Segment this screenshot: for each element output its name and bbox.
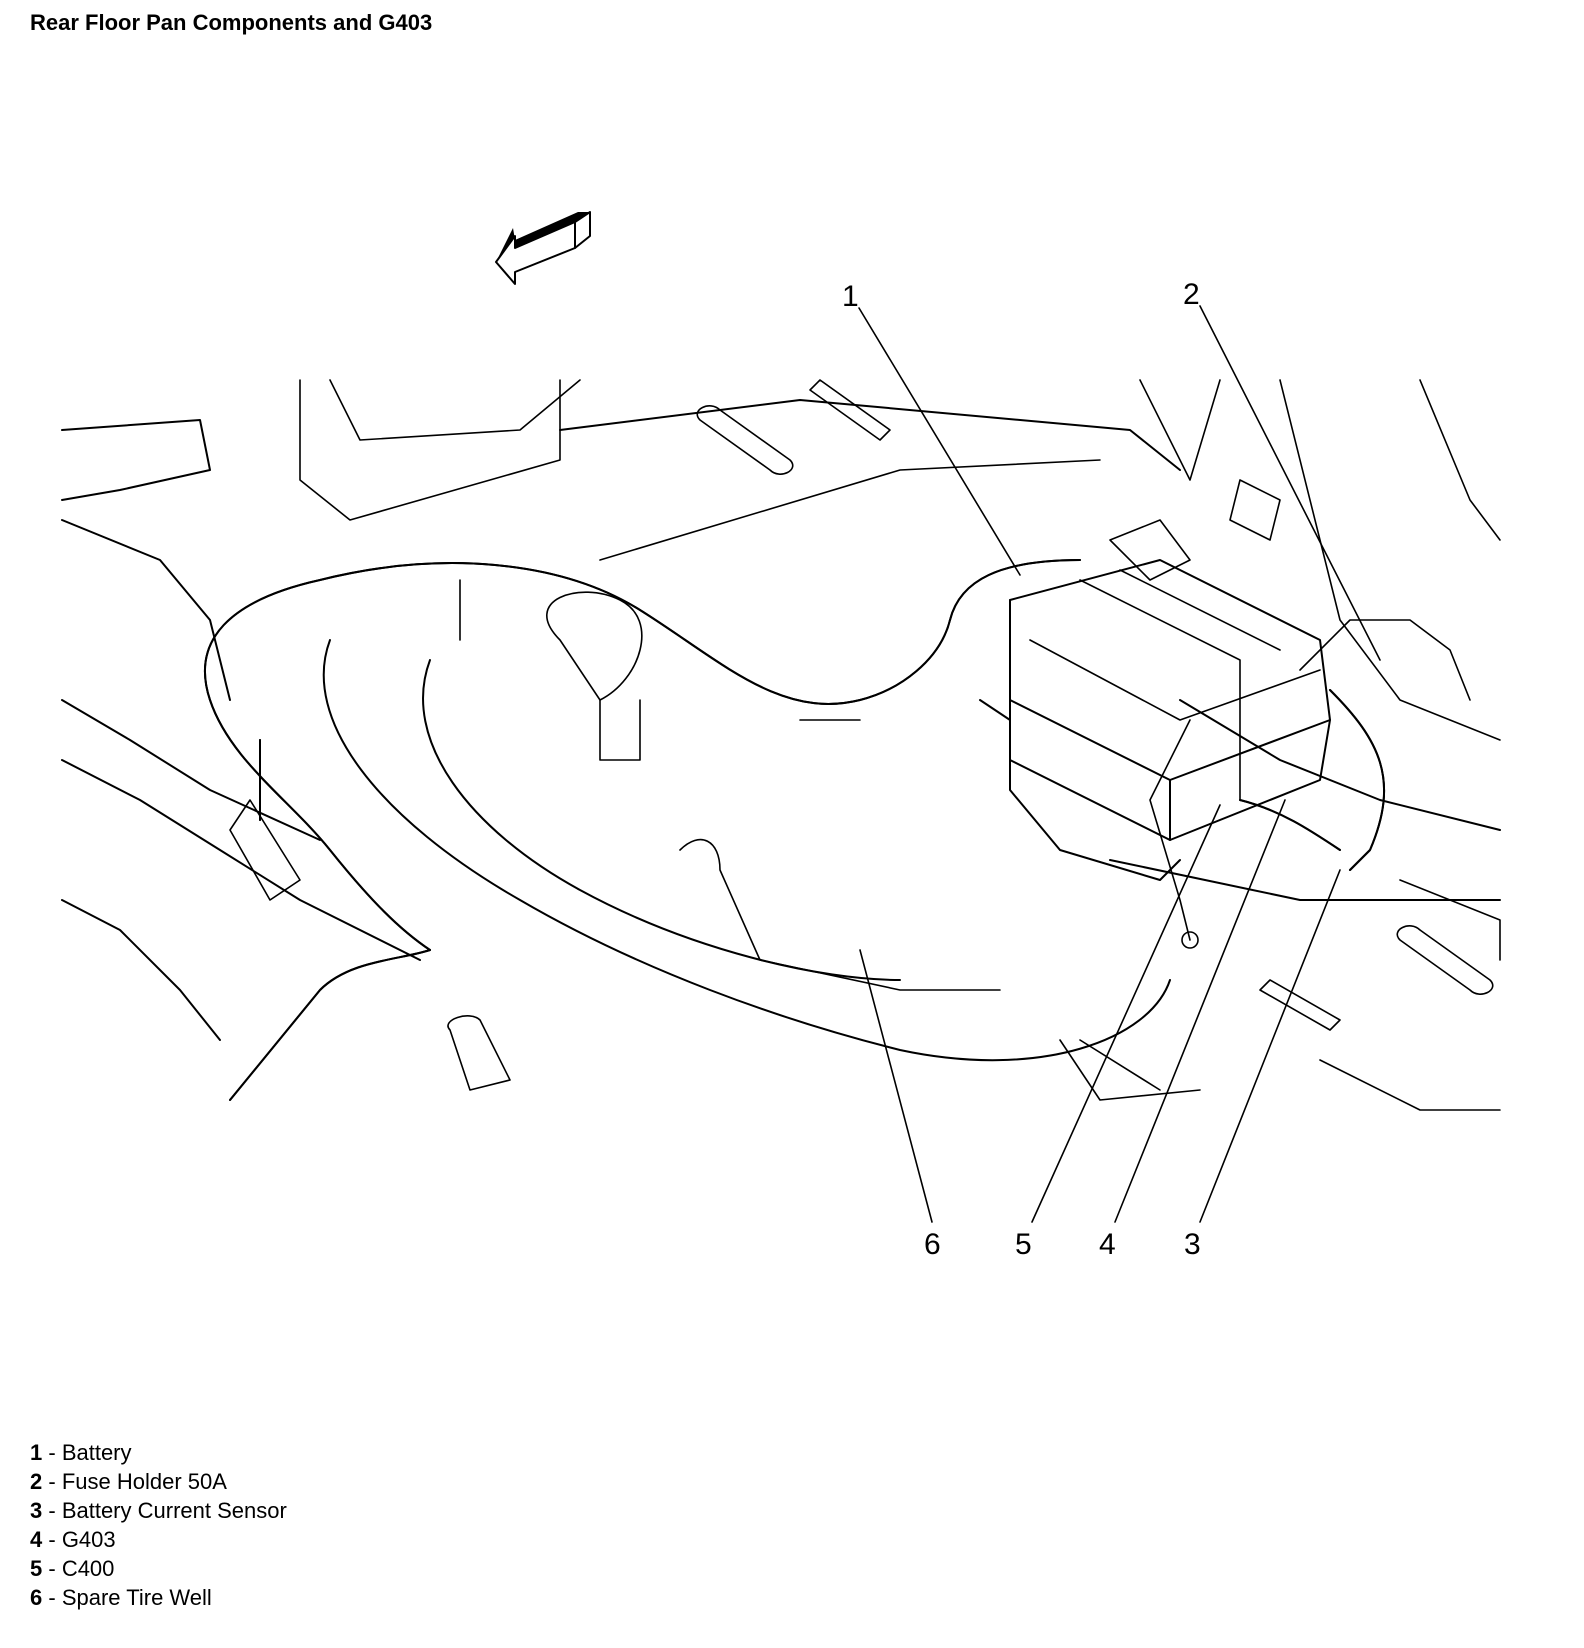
legend-text: C400: [61, 1556, 115, 1581]
battery-illustration: [979, 479, 1331, 881]
legend-separator: -: [42, 1469, 62, 1494]
legend-separator: -: [42, 1556, 62, 1581]
legend-text: Fuse Holder 50A: [61, 1469, 227, 1494]
callout-2: 2: [1183, 278, 1200, 311]
legend-item: 1 - Battery: [30, 1438, 287, 1467]
legend-separator: -: [42, 1498, 62, 1523]
legend-text: G403: [61, 1527, 116, 1552]
floor-pan-outline: [61, 379, 1501, 1111]
legend-number: 1: [30, 1440, 43, 1465]
diagram-title: Rear Floor Pan Components and G403: [30, 10, 433, 35]
forward-arrow-icon: [495, 211, 591, 285]
legend-text: Spare Tire Well: [61, 1585, 212, 1610]
legend-number: 3: [30, 1498, 43, 1523]
callout-3: 3: [1184, 1228, 1201, 1261]
leader-line-6: [859, 949, 933, 1223]
legend-number: 6: [30, 1585, 43, 1610]
legend-number: 4: [30, 1527, 43, 1552]
leader-line-1: [858, 307, 1021, 576]
legend-number: 2: [30, 1469, 43, 1494]
legend-item: 5 - C400: [30, 1554, 287, 1583]
legend-text: Battery Current Sensor: [61, 1498, 287, 1523]
leader-line-4: [1114, 799, 1286, 1223]
legend-separator: -: [42, 1527, 62, 1552]
callout-5: 5: [1015, 1228, 1032, 1261]
legend-text: Battery: [61, 1440, 132, 1465]
legend-number: 5: [30, 1556, 43, 1581]
callout-4: 4: [1099, 1228, 1116, 1261]
legend-item: 6 - Spare Tire Well: [30, 1583, 287, 1612]
legend: 1 - Battery 2 - Fuse Holder 50A 3 - Batt…: [30, 1438, 287, 1612]
legend-separator: -: [42, 1585, 62, 1610]
leader-lines: [858, 305, 1381, 1223]
leader-line-3: [1199, 869, 1341, 1223]
legend-item: 4 - G403: [30, 1525, 287, 1554]
callout-1: 1: [842, 280, 859, 313]
leader-line-2: [1199, 305, 1381, 661]
legend-separator: -: [42, 1440, 62, 1465]
legend-item: 3 - Battery Current Sensor: [30, 1496, 287, 1525]
leader-line-5: [1031, 804, 1221, 1223]
legend-item: 2 - Fuse Holder 50A: [30, 1467, 287, 1496]
callout-6: 6: [924, 1228, 941, 1261]
wiring-harness: [204, 559, 1471, 1101]
